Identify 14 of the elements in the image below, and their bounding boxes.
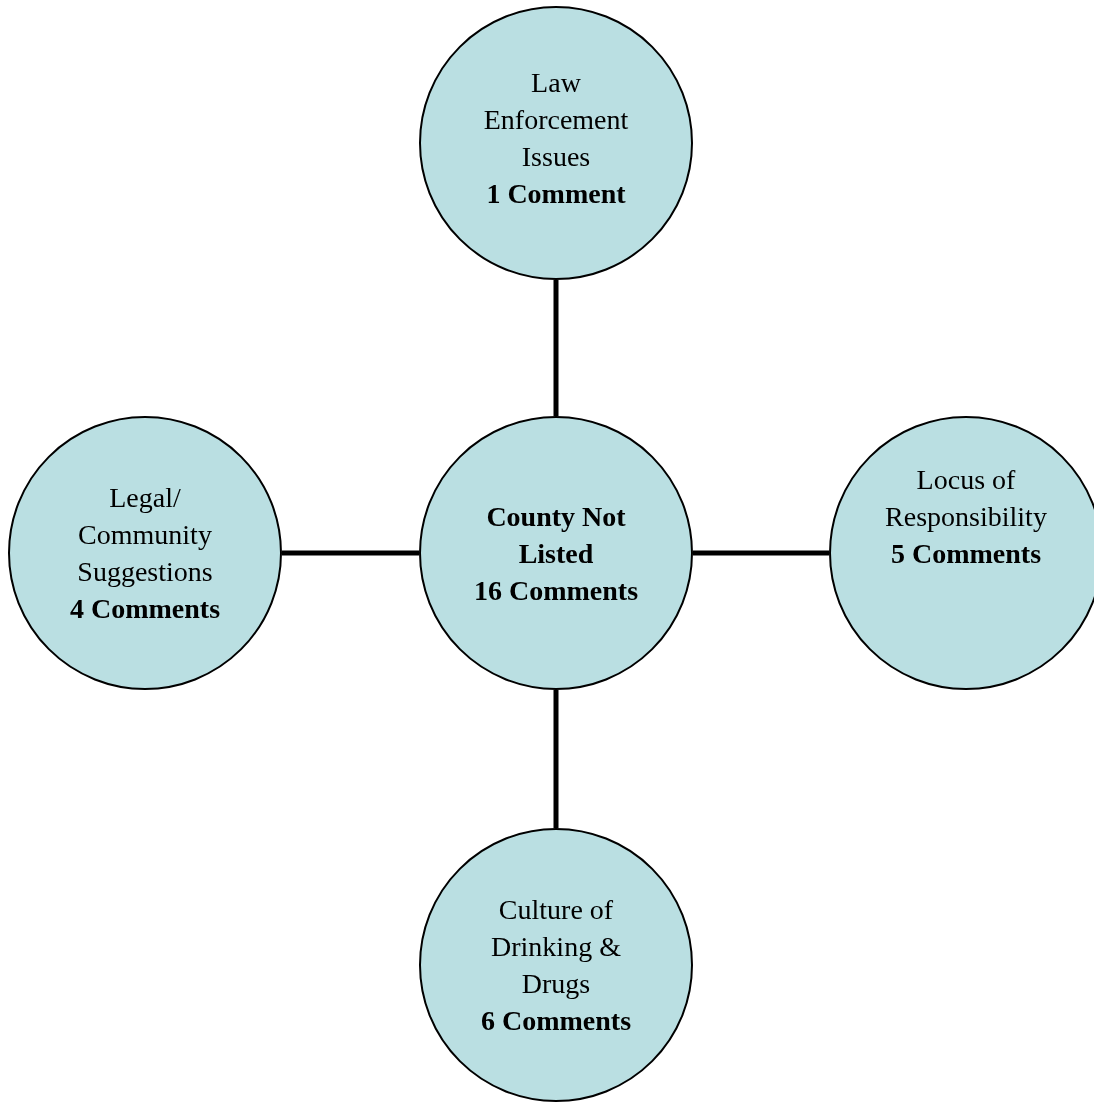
comment-count: 4 Comments [68, 592, 222, 626]
topic-label: Culture of Drinking & Drugs [490, 893, 622, 1001]
topic-label: Law Enforcement Issues [482, 66, 630, 174]
connector-line [553, 280, 559, 416]
topic-label: County Not Listed [485, 499, 627, 571]
comment-count: 16 Comments [472, 573, 640, 608]
topic-label: Locus of Responsibility [884, 462, 1048, 534]
comment-count: 5 Comments [889, 536, 1043, 571]
comment-count: 1 Comment [485, 177, 627, 211]
connector-line [282, 550, 419, 556]
topic-label: Legal/ Community Suggestions [76, 481, 214, 589]
connector-line [553, 690, 559, 828]
comment-count: 6 Comments [479, 1004, 633, 1038]
connector-line [693, 550, 829, 556]
